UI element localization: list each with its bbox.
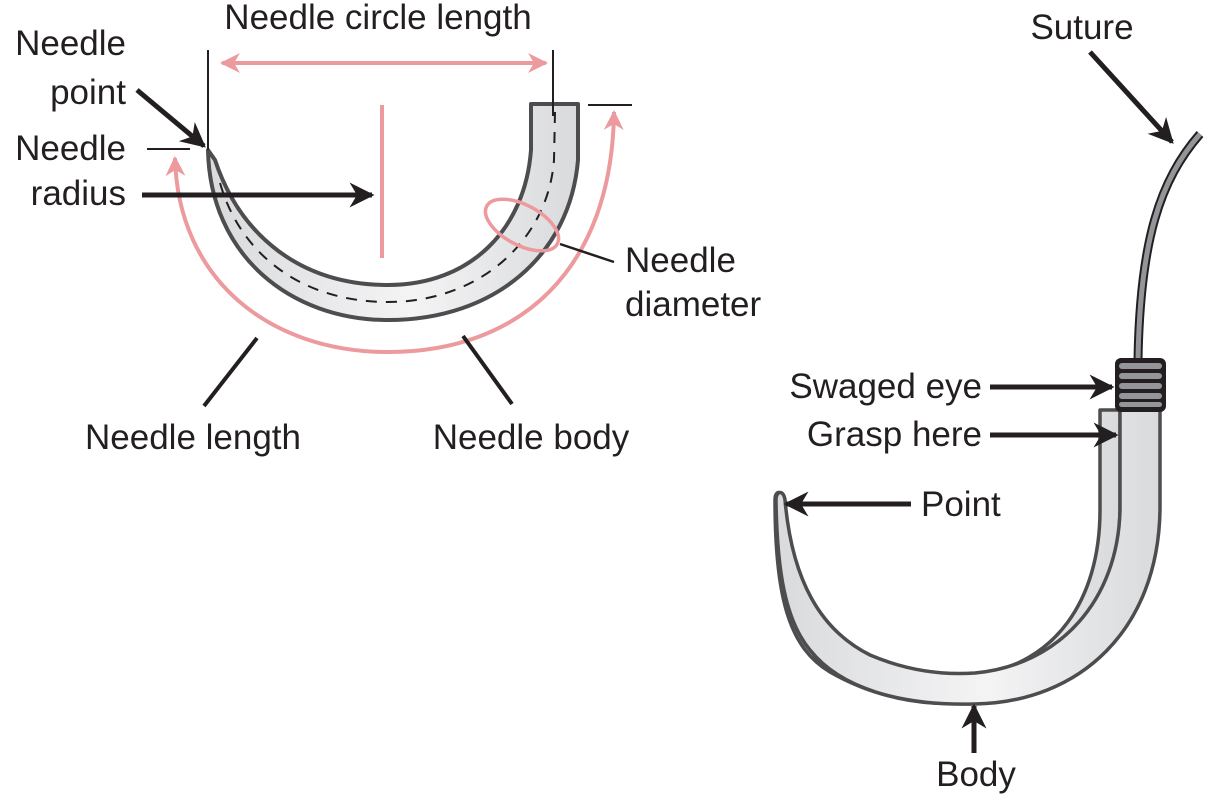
label-needle-point-1: Needle (15, 24, 126, 63)
needle-length-arc (165, 110, 624, 355)
label-swaged-eye: Swaged eye (789, 367, 982, 406)
left-needle-diagram: Needle circle length Needle point Needle… (15, 0, 761, 457)
label-point: Point (921, 485, 1001, 524)
needle-diameter-leader (559, 242, 615, 264)
needle-length-leader (202, 336, 259, 408)
label-needle-diameter-2: diameter (625, 285, 762, 324)
suture-arrow (1088, 50, 1174, 144)
label-suture: Suture (1030, 8, 1133, 47)
swaged-eye (1115, 358, 1166, 412)
needle-point-arrow (135, 88, 206, 148)
label-needle-body: Needle body (433, 418, 630, 457)
needle-centerline (217, 111, 556, 304)
label-needle-circle-length: Needle circle length (224, 0, 531, 37)
needle-body-leader (461, 334, 514, 406)
needle-shaft (774, 408, 1162, 706)
label-grasp-here: Grasp here (807, 415, 982, 454)
label-needle-radius-1: Needle (15, 129, 126, 168)
label-body: Body (936, 755, 1016, 794)
needle-diameter-ring (483, 197, 561, 253)
label-needle-radius-2: radius (31, 174, 126, 213)
suture-core (1135, 132, 1202, 361)
left-needle-shape (206, 102, 580, 322)
label-needle-diameter-1: Needle (625, 241, 736, 280)
right-needle-diagram: Suture Swaged eye Grasp here Point Body (773, 8, 1204, 794)
label-needle-length: Needle length (85, 418, 301, 457)
label-needle-point-2: point (50, 73, 126, 112)
